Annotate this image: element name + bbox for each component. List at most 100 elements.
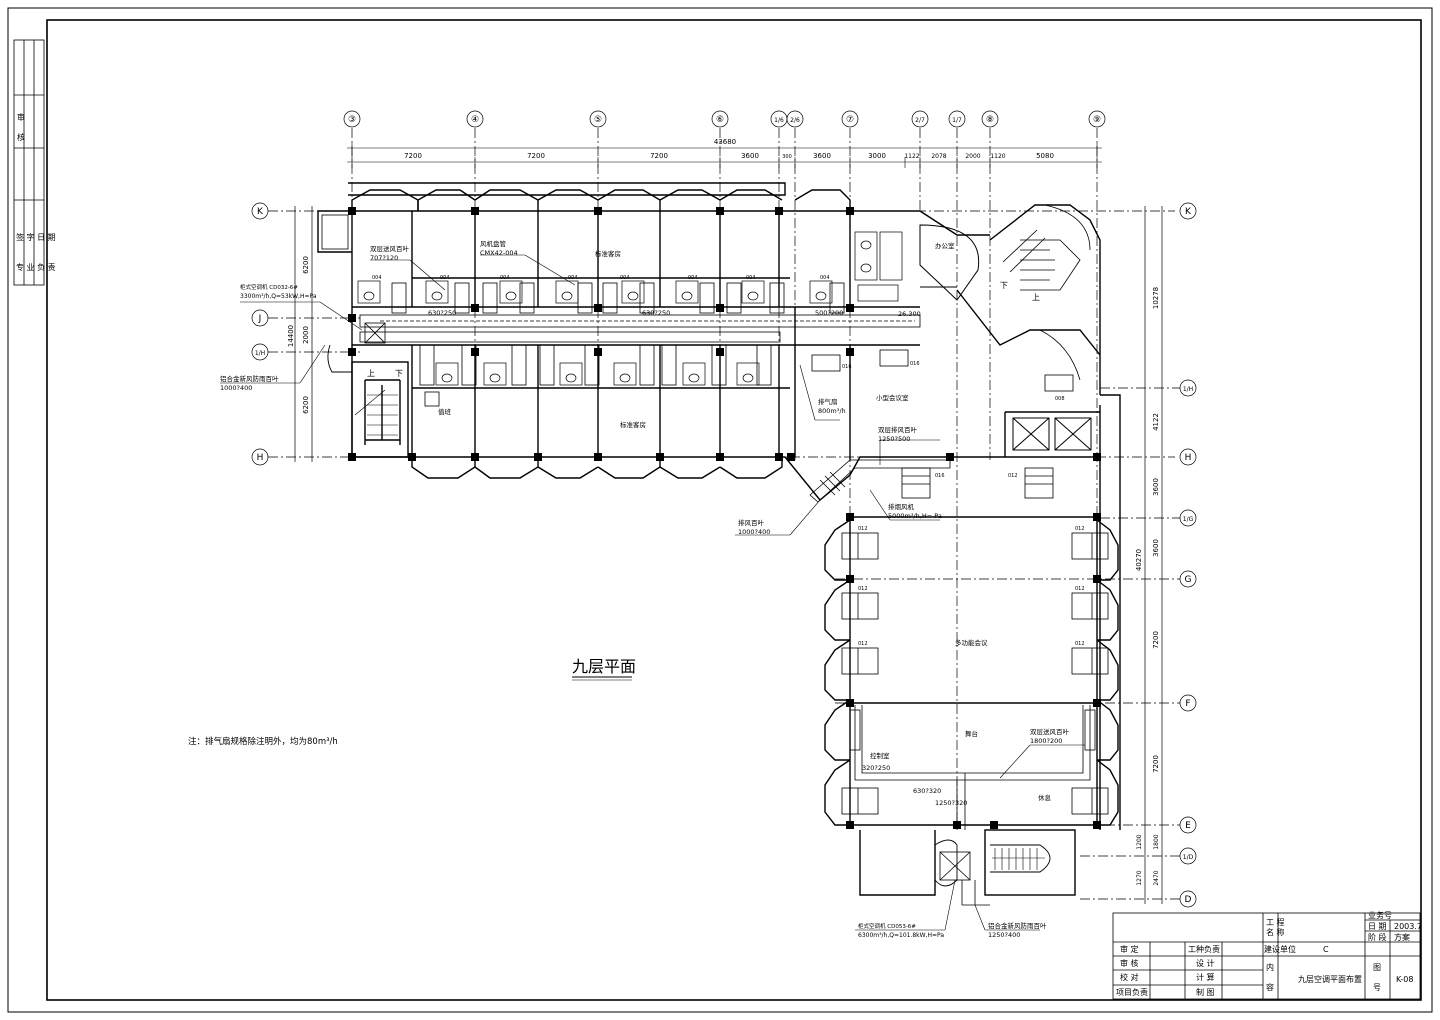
label-smoke-fan: 排烟风机 (888, 502, 915, 511)
fcu-tag-4: 004 (568, 275, 578, 281)
label-exhaust-fan-spec: 800m³/h (818, 407, 846, 415)
dim-right-5: 7200 (1152, 631, 1160, 649)
title-block (1112, 912, 1421, 1000)
label-ahu-2: 柜式空调机 CD053-6# (858, 922, 916, 930)
fcu-tag-big-6: 012 (1075, 641, 1085, 647)
label-exhaust-louver: 排风百叶 (738, 518, 765, 527)
strip-text-4: 专 业 负 责 (16, 262, 56, 272)
room-buffet: 休息 (1038, 793, 1052, 802)
label-fresh-louver-2-size: 1250?400 (988, 931, 1020, 939)
dim-right-7: 1800 (1153, 834, 1160, 849)
room-std-bottom: 标准客房 (620, 420, 646, 429)
axis-top-3: ③ (348, 115, 356, 125)
tb-h6: 计 算 (1196, 972, 1215, 982)
room-control: 控制室 (870, 751, 890, 760)
fcu-tag-big-7: 012 (1008, 473, 1018, 479)
stair-down-ne: 下 (1000, 281, 1008, 290)
tb-job-no: 业务号 (1368, 910, 1392, 920)
strip-text-1: 审 (17, 112, 25, 122)
tb-client: C (1323, 945, 1329, 954)
tb-date-label: 日 期 (1368, 922, 1387, 931)
dim-right-4: 3600 (1152, 539, 1160, 557)
tb-h7: 项目负责 (1116, 987, 1148, 997)
fcu-tag-5: 004 (620, 275, 630, 281)
plan-note: 注：排气扇规格除注明外，均为80m³/h (188, 736, 338, 747)
duct-size-3: 500?200 (815, 309, 843, 317)
fcu-tag-big-2: 012 (858, 586, 868, 592)
axis-left-1h: 1/H (255, 350, 265, 357)
leader-lines (220, 254, 1085, 931)
top-dimension-line (347, 143, 1102, 168)
tb-h2: 工种负责 (1188, 944, 1220, 954)
duct-size-5: 1250?320 (935, 799, 967, 807)
label-exhaust-grille-size: 1250?500 (878, 435, 910, 443)
dim-left-1: 6200 (302, 256, 310, 274)
level-mark: 26.300 (898, 310, 921, 318)
tb-h1: 审 定 (1120, 944, 1139, 954)
stair-bottom (992, 848, 1045, 870)
room-office: 办公室 (935, 241, 955, 250)
dim-top-8: 1122 (904, 153, 919, 160)
axis-right-e: E (1185, 821, 1191, 831)
tb-h8: 制 图 (1196, 987, 1215, 997)
binding-strip (13, 39, 45, 286)
lounge-round (919, 224, 980, 301)
label-fcu: 风机盘管 (480, 239, 507, 248)
label-supply-grille-2-size: 1800?200 (1030, 737, 1062, 745)
tb-project-a: 工 程 (1266, 918, 1285, 927)
axis-right-1g: 1/G (1183, 516, 1194, 523)
tb-content: 九层空调平面布置 (1298, 974, 1362, 984)
stair-down-left: 下 (395, 369, 403, 378)
axis-top-2-7: 2/7 (915, 117, 925, 124)
dim-top-2: 7200 (527, 152, 545, 160)
dim-top-3: 7200 (650, 152, 668, 160)
tb-h4: 设 计 (1196, 958, 1215, 968)
inner-frame-border (46, 19, 1422, 1001)
dim-top-10: 2000 (965, 153, 980, 160)
outer-sheet-border (7, 7, 1433, 1013)
label-exhaust-louver-size: 1000?400 (738, 528, 770, 536)
axis-left-k: K (257, 207, 264, 217)
dim-right-1: 10278 (1152, 287, 1160, 309)
tb-h5: 校 对 (1120, 972, 1139, 982)
dim-right-8: 1200 (1136, 834, 1143, 849)
fcu-tag-2: 004 (440, 275, 450, 281)
dim-right-10: 2470 (1153, 870, 1160, 885)
dim-top-4: 3600 (741, 152, 759, 160)
dim-top-7: 3000 (868, 152, 886, 160)
duct-size-2: 630?250 (642, 309, 670, 317)
stair-up-left: 上 (367, 369, 375, 378)
axis-top-9: ⑨ (1093, 115, 1101, 125)
axis-right-1h: 1/H (1183, 386, 1193, 393)
stair-ne (1002, 204, 1091, 381)
tb-stage-label: 阶 段 (1368, 932, 1387, 942)
axis-right-f: F (1185, 699, 1190, 709)
fcu-tag-big-3: 012 (858, 641, 868, 647)
dim-top-12: 5080 (1036, 152, 1054, 160)
dim-top-11: 1120 (990, 153, 1005, 160)
dim-top-9: 2078 (931, 153, 946, 160)
label-smoke-fan-spec: 5000m³/h,H= Pa (888, 512, 942, 520)
stair-up-ne: 上 (1032, 293, 1040, 302)
axis-top-4: ④ (471, 115, 479, 125)
tb-project-b: 名 称 (1266, 927, 1285, 937)
label-supply-grille-2: 双层送风百叶 (1030, 727, 1070, 736)
dim-top-1: 7200 (404, 152, 422, 160)
duct-size-4: 630?320 (913, 787, 941, 795)
label-fresh-louver-1-size: 1000?400 (220, 384, 252, 392)
ductwork (359, 282, 1091, 906)
label-ahu-1-spec: 3300m³/h,Q=53kW,H=Pa (240, 293, 317, 300)
label-supply-grille: 双层送风百叶 (370, 244, 410, 253)
label-ahu-2-spec: 6300m³/h,Q=101.8kW,H=Pa (858, 932, 944, 939)
tb-client-label: 建设单位 (1264, 944, 1296, 954)
fcu-tag-8: 004 (820, 275, 830, 281)
dim-right-3: 3600 (1152, 478, 1160, 496)
tb-fig-b: 号 (1373, 983, 1381, 992)
dim-right-9: 1270 (1136, 870, 1143, 885)
dim-left-total: 14400 (287, 325, 295, 347)
fcu-tag-big-5: 012 (1075, 586, 1085, 592)
axis-right-k: K (1185, 207, 1192, 217)
dim-right-2: 4122 (1152, 413, 1160, 431)
axis-right-g: G (1185, 575, 1192, 585)
